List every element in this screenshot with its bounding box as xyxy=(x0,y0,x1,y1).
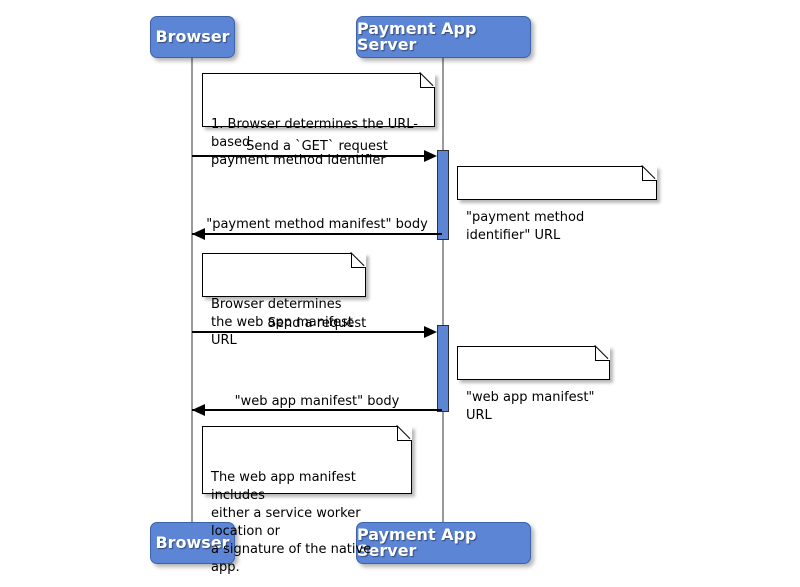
note-web-app-manifest-includes-text: The web app manifest includes either a s… xyxy=(211,470,372,575)
note-payment-method-identifier-url-text: "payment method identifier" URL xyxy=(466,210,585,243)
participant-browser-bottom-label: Browser xyxy=(155,533,230,552)
message-label-send-a-request: Send a request xyxy=(267,316,367,331)
message-arrowhead-web-app-manifest-body xyxy=(192,404,205,416)
note-payment-method-identifier-url: "payment method identifier" URL xyxy=(457,166,657,243)
note-fold-corner-icon xyxy=(397,426,412,441)
message-line-web-app-manifest-body xyxy=(192,409,442,411)
participant-browser-top[interactable]: Browser xyxy=(150,16,235,58)
message-line-send-a-request xyxy=(192,331,425,333)
message-arrowhead-payment-method-manifest-body xyxy=(192,228,205,240)
note-browser-determines-identifier-text: 1. Browser determines the URL-based paym… xyxy=(211,117,418,168)
note-web-app-manifest-url-text: "web app manifest" URL xyxy=(466,390,595,423)
lifeline-browser xyxy=(191,58,193,522)
note-fold-corner-icon xyxy=(595,346,610,361)
activation-bar-server-1 xyxy=(437,150,449,240)
participant-payment-app-server-top-label: Payment App Server xyxy=(357,19,477,54)
message-arrowhead-send-a-request xyxy=(424,326,437,338)
participant-browser-top-label: Browser xyxy=(155,27,230,46)
note-browser-determines-web-app-manifest-url: Browser determines the web app manifest … xyxy=(202,253,366,348)
message-line-payment-method-manifest-body xyxy=(192,233,442,235)
participant-browser-bottom[interactable]: Browser xyxy=(150,522,235,564)
activation-bar-server-2 xyxy=(437,325,449,412)
participant-payment-app-server-top[interactable]: Payment App Server xyxy=(356,16,531,58)
note-web-app-manifest-includes: The web app manifest includes either a s… xyxy=(202,426,412,575)
note-web-app-manifest-url: "web app manifest" URL xyxy=(457,346,610,423)
participant-payment-app-server-bottom[interactable]: Payment App Server xyxy=(356,522,531,564)
message-label-send-get-request: Send a `GET` request xyxy=(246,139,388,154)
message-label-payment-method-manifest-body: "payment method manifest" body xyxy=(206,217,428,232)
lifeline-payment-app-server xyxy=(442,58,444,522)
message-line-send-get-request xyxy=(192,155,425,157)
note-fold-corner-icon xyxy=(642,166,657,181)
note-fold-corner-icon xyxy=(351,253,366,268)
note-browser-determines-identifier: 1. Browser determines the URL-based paym… xyxy=(202,73,435,168)
note-fold-corner-icon xyxy=(420,73,435,88)
participant-payment-app-server-bottom-label: Payment App Server xyxy=(357,525,477,560)
note-browser-determines-web-app-manifest-url-text: Browser determines the web app manifest … xyxy=(211,297,354,348)
message-arrowhead-send-get-request xyxy=(424,150,437,162)
message-label-web-app-manifest-body: "web app manifest" body xyxy=(234,394,400,409)
